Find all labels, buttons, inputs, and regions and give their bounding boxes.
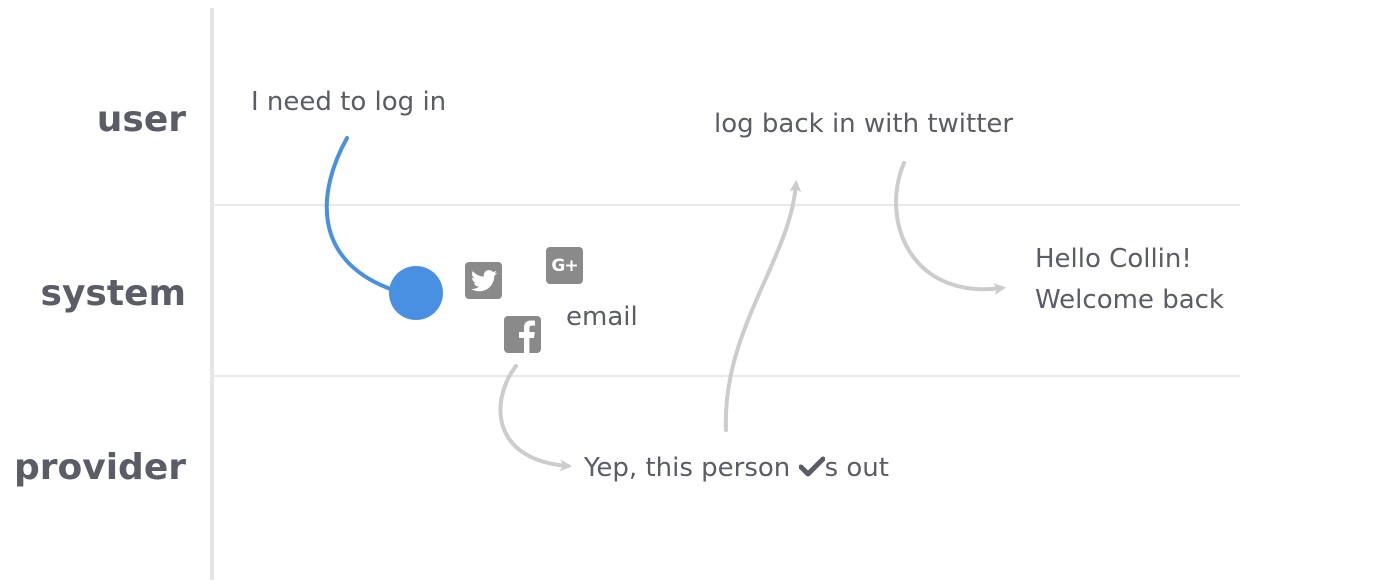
login-flow-curve	[324, 136, 395, 292]
facebook-f-glyph	[519, 320, 535, 353]
provider-to-user-arrow	[723, 180, 802, 432]
start-dot	[389, 266, 443, 320]
google-plus-glyph: G+	[551, 255, 578, 276]
facebook-icon[interactable]	[504, 316, 541, 353]
check-icon	[798, 456, 826, 477]
user-to-welcome-arrow	[894, 161, 1006, 295]
note-welcome-line2: Welcome back	[1035, 285, 1224, 315]
note-provider: Yep, this person s out	[584, 448, 889, 488]
lane-label-user: user	[96, 99, 186, 140]
note-provider-prefix: Yep, this person	[584, 453, 799, 483]
note-email: email	[566, 302, 638, 332]
google-plus-icon[interactable]: G+	[546, 247, 583, 284]
note-need-login: I need to log in	[251, 87, 447, 117]
note-welcome: Hello Collin! Welcome back	[1035, 239, 1224, 321]
lane-label-system: system	[40, 273, 186, 314]
note-log-back-in: log back in with twitter	[714, 109, 1014, 139]
twitter-icon[interactable]	[465, 262, 502, 299]
facebook-to-provider-arrow	[498, 364, 572, 472]
note-welcome-line1: Hello Collin!	[1035, 244, 1192, 274]
note-provider-suffix: s out	[824, 453, 889, 483]
lane-label-provider: provider	[13, 447, 186, 488]
twitter-bird-glyph	[470, 269, 497, 291]
